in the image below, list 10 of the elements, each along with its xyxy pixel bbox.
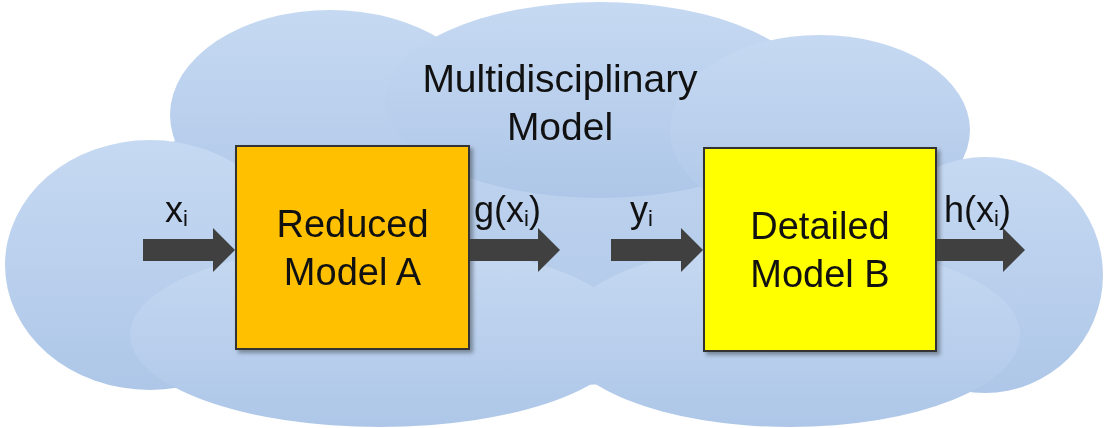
edge-label: h(x$_{i}$): [944, 190, 1011, 233]
arrow: [937, 228, 1025, 272]
model-box: Reduced Model A: [235, 145, 470, 350]
edge-label: x$_{i}$: [165, 190, 188, 233]
model-box: Detailed Model B: [703, 147, 937, 352]
arrow: [611, 228, 703, 272]
arrow: [143, 228, 235, 272]
edge-label: y$_{i}$: [630, 190, 653, 233]
arrow: [470, 228, 560, 272]
edge-label: g(x$_{i}$): [474, 190, 541, 233]
